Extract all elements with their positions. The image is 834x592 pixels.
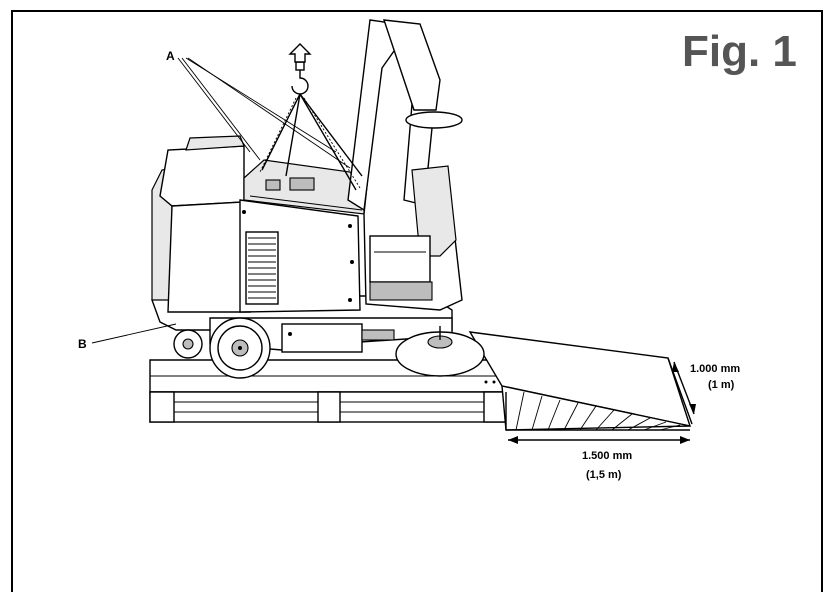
length-dimension: 1.500 mm (1,5 m) xyxy=(508,436,690,481)
loading-ramp xyxy=(468,331,693,431)
side-brush xyxy=(395,326,485,377)
height-dimension: 1.000 mm (1 m) xyxy=(672,361,740,415)
figure-frame xyxy=(11,10,823,592)
height-mm-label: 1.000 mm xyxy=(690,363,740,375)
height-m-label: (1 m) xyxy=(708,379,735,391)
callout-a-label: A xyxy=(166,49,175,63)
main-wheel xyxy=(209,317,271,379)
rear-wheel xyxy=(173,329,203,359)
side-vent-grille xyxy=(245,231,279,305)
length-m-label: (1,5 m) xyxy=(586,469,622,481)
callout-b-label: B xyxy=(78,337,87,351)
length-mm-label: 1.500 mm xyxy=(582,450,632,462)
callout-b: B xyxy=(78,323,177,351)
callout-a: A xyxy=(166,49,351,169)
lift-up-arrow-icon xyxy=(288,43,312,63)
figure-title: Fig. 1 xyxy=(682,27,797,76)
ramp-side-hatching xyxy=(515,391,681,431)
crane-hook-icon xyxy=(291,61,309,95)
sweeper-machine xyxy=(151,19,463,353)
lifting-chains xyxy=(259,93,363,191)
